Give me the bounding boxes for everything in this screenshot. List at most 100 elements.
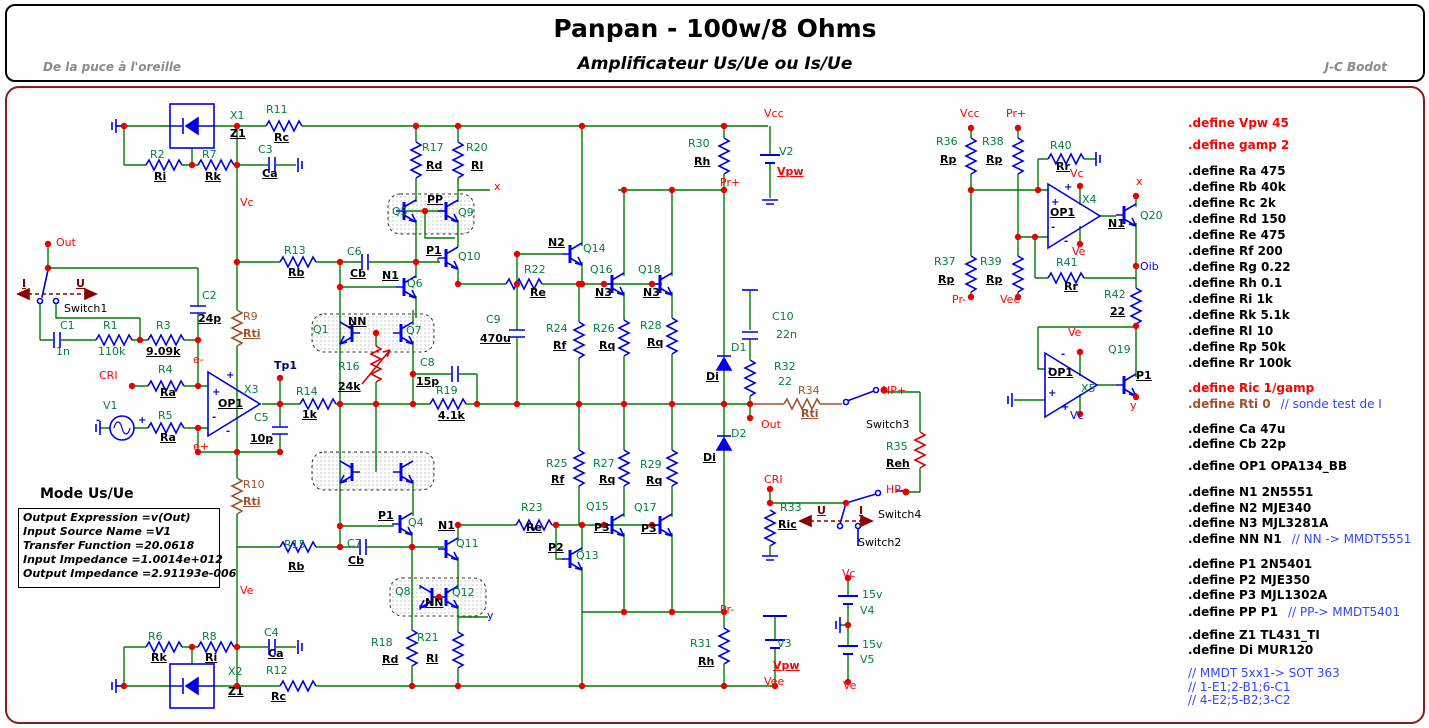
sch-label: Vc — [240, 196, 254, 209]
analysis-results-box: Output Expression =v(Out)Input Source Na… — [18, 508, 236, 588]
define-line: .define PP P1// PP-> MMDT5401 — [1188, 605, 1400, 619]
sch-label: + — [1064, 182, 1073, 193]
sch-label: Q9 — [458, 206, 474, 219]
red-components — [361, 345, 926, 469]
sch-label: Rq — [599, 473, 616, 486]
define-line: .define Rf 200 — [1188, 244, 1283, 258]
sch-label: R21 — [417, 631, 439, 644]
sch-label: R38 — [982, 135, 1004, 148]
define-text: .define OP1 OPA134_BB — [1188, 459, 1348, 473]
define-text: .define N3 MJL3281A — [1188, 516, 1329, 530]
sch-label: R34 — [798, 384, 820, 397]
sch-label: NN — [425, 596, 444, 609]
sch-label: R24 — [546, 322, 568, 335]
define-line: // MMDT 5xx1-> SOT 363 — [1188, 666, 1340, 680]
sch-label: R29 — [640, 458, 662, 471]
sch-label: R6 — [148, 630, 163, 643]
sch-label: N3 — [595, 286, 612, 299]
sch-label: Out — [56, 236, 76, 249]
sch-label: X3 — [244, 383, 259, 396]
sch-label: R26 — [593, 322, 615, 335]
define-text: .define Ric 1/gamp — [1188, 381, 1315, 395]
sch-label: Pr- — [952, 293, 967, 306]
sch-label: Rp — [986, 153, 1003, 166]
define-text: .define Rl 10 — [1188, 324, 1274, 338]
page-subtitle: Amplificateur Us/Ue ou Is/Ue — [577, 54, 853, 74]
sch-label: R5 — [158, 409, 173, 422]
sch-label: Rl — [471, 159, 484, 172]
sch-label: Out — [761, 418, 781, 431]
sch-label: + — [212, 387, 221, 398]
sch-label: R12 — [266, 664, 288, 677]
sch-label: C2 — [202, 289, 217, 302]
sch-label: 15v — [862, 588, 883, 601]
sch-label: Rc — [271, 690, 286, 703]
sch-label: Vcc — [764, 107, 784, 120]
sch-label: C5 — [254, 411, 269, 424]
sch-label: C10 — [772, 310, 794, 323]
header-left-text: De la puce à l'oreille — [43, 60, 182, 74]
sch-label: N1 — [382, 269, 399, 282]
mode-result-line: Output Expression =v(Out) — [23, 511, 191, 524]
sch-label: R2 — [150, 148, 165, 161]
sch-label: 22 — [1110, 305, 1126, 318]
sch-label: Ra — [160, 386, 176, 399]
sch-label: V2 — [779, 145, 794, 158]
sch-label: R11 — [266, 103, 288, 116]
sch-label: R31 — [690, 637, 712, 650]
define-line: .define Rr 100k — [1188, 356, 1291, 370]
sch-label: - — [96, 415, 101, 426]
sch-label: R17 — [422, 141, 444, 154]
sch-label: R1 — [103, 319, 118, 332]
sch-label: D2 — [731, 427, 747, 440]
sch-label: Ca — [268, 647, 284, 660]
sch-label: Rk — [151, 651, 167, 664]
mode-result-line: Input Impedance =1.0014e+012 — [23, 553, 223, 566]
iu-selector-arrows — [16, 287, 874, 528]
sch-label: 1k — [302, 408, 317, 421]
define-line: .define OP1 OPA134_BB — [1188, 459, 1347, 473]
sch-label: Rq — [647, 336, 664, 349]
define-line: .define NN N1// NN -> MMDT5551 — [1188, 532, 1411, 546]
sch-label: R13 — [284, 244, 306, 257]
sch-label: R27 — [593, 457, 615, 470]
sch-label: P3 — [641, 522, 657, 535]
sch-label: Ca — [262, 167, 278, 180]
define-line: .define N2 MJE340 — [1188, 501, 1311, 515]
sch-label: Rr — [1064, 280, 1078, 293]
components — [36, 103, 1142, 709]
sch-label: Rl — [426, 652, 439, 665]
sch-label: Rp — [986, 273, 1003, 286]
sch-label: Q13 — [576, 549, 599, 562]
sch-label: Switch3 — [866, 418, 910, 431]
sch-label: R15 — [284, 538, 306, 551]
sch-label: Cb — [348, 554, 364, 567]
rti-resistors — [231, 309, 842, 515]
mode-result-line: Input Source Name =V1 — [23, 525, 172, 538]
sch-label: R30 — [688, 137, 710, 150]
sch-label: Rq — [646, 474, 663, 487]
schematic-canvas[interactable] — [5, 86, 1425, 724]
sch-label: Ric — [778, 518, 797, 531]
sch-label: 15p — [416, 375, 440, 388]
define-line: .define Z1 TL431_TI — [1188, 628, 1320, 642]
sch-label: R23 — [521, 501, 543, 514]
sch-label: R42 — [1104, 288, 1126, 301]
define-line: .define Rd 150 — [1188, 212, 1286, 226]
sch-label: N1 — [438, 519, 455, 532]
define-text: .define gamp 2 — [1188, 138, 1290, 152]
sch-label: V3 — [777, 637, 792, 650]
sch-label: P1 — [1136, 369, 1152, 382]
sch-label: Q19 — [1108, 343, 1131, 356]
sch-label: Q4 — [408, 516, 424, 529]
sch-label: Oib — [1140, 260, 1159, 273]
sch-label: R16 — [338, 360, 360, 373]
sch-label: D1 — [731, 341, 747, 354]
define-text: .define Rb 40k — [1188, 180, 1286, 194]
sch-label: N3 — [643, 286, 660, 299]
sch-label: R25 — [546, 457, 568, 470]
sch-label: Vee — [764, 675, 785, 688]
define-text: .define Ra 475 — [1188, 164, 1286, 178]
sch-label: Vcc — [960, 107, 980, 120]
sch-label: V1 — [103, 399, 118, 412]
